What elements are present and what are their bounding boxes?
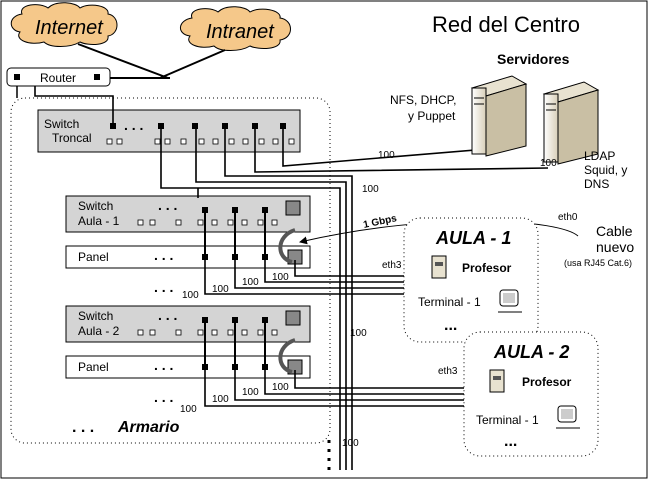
- cable-line1: Cable: [596, 223, 633, 239]
- switch-aula-2: Switch Aula - 2 . . .: [65, 305, 311, 343]
- troncal-bundle: [34, 86, 549, 470]
- aula-1-speed-a: 100: [182, 290, 199, 301]
- aula-1-speed-d: 100: [272, 272, 289, 283]
- panel-aula-2: Panel . . .: [65, 355, 311, 379]
- switch-aula-1-line1: Switch: [78, 199, 113, 213]
- aula-1-eth: eth3: [382, 260, 402, 271]
- internet-link: [77, 43, 169, 79]
- aula-1-profesor: Profesor: [462, 261, 512, 275]
- cable-eth0: eth0: [558, 212, 578, 223]
- aula-2-uplink-loop: [278, 338, 296, 374]
- speed-label-srv2: 100: [540, 158, 557, 169]
- switch-troncal-line2: Troncal: [52, 131, 92, 145]
- armario-label: Armario: [117, 419, 180, 436]
- aula-2-more: ...: [504, 433, 517, 450]
- panel-aula-1: Panel . . .: [65, 245, 311, 269]
- page-title: Red del Centro: [432, 12, 580, 37]
- aula-2-speed-d: 100: [272, 382, 289, 393]
- panel-aula-1-ellipsis: . . .: [154, 247, 173, 263]
- intranet-label: Intranet: [206, 21, 275, 43]
- aula-1-down-ellipsis: . . .: [154, 279, 173, 295]
- aula-1-speed-c: 100: [242, 277, 259, 288]
- server-ldap: [542, 81, 600, 165]
- troncal-ellipsis: . . .: [124, 117, 143, 133]
- switch-aula-1-line2: Aula - 1: [78, 214, 120, 228]
- aula-2-down-ellipsis: . . .: [154, 389, 173, 405]
- speed-label-trunk: 100: [362, 184, 379, 195]
- aula-2-terminal-icon: [556, 405, 580, 429]
- aula-2-speed-c: 100: [242, 387, 259, 398]
- aula-1-trunk-speed: 100: [350, 328, 367, 339]
- intranet-link: [159, 49, 226, 79]
- switch-troncal-line1: Switch: [44, 117, 79, 131]
- speed-label-srv1: 100: [378, 150, 395, 161]
- aula-1-title: AULA - 1: [435, 228, 511, 248]
- panel-aula-1-label: Panel: [78, 250, 109, 264]
- servers-right-label-1: LDAP: [584, 149, 615, 163]
- aula-1-terminal-icon: [498, 289, 522, 313]
- aula-1-room: AULA - 1 Profesor Terminal - 1 ...: [403, 217, 539, 343]
- aula-1-more: ...: [444, 317, 457, 334]
- aula-2-room: AULA - 2 Profesor Terminal - 1 ...: [463, 331, 599, 457]
- cable-line2: nuevo: [596, 239, 634, 255]
- aula-1-ellipsis: . . .: [158, 197, 177, 213]
- switch-troncal: Switch Troncal . . .: [37, 109, 301, 153]
- aula-1-uplink-loop: [278, 228, 296, 264]
- bottom-trunk-speed: 100: [342, 438, 359, 449]
- intranet-cloud: Intranet: [180, 6, 291, 51]
- aula-2-speed-a: 100: [180, 404, 197, 415]
- internet-cloud: Internet: [10, 2, 118, 47]
- cable-note: (usa RJ45 Cat.6): [564, 258, 632, 268]
- router-label: Router: [40, 71, 76, 85]
- aula-2-terminal: Terminal - 1: [476, 413, 539, 427]
- panel-aula-2-ellipsis: . . .: [154, 357, 173, 373]
- aula-1-patches: [204, 213, 266, 254]
- aula-2-title: AULA - 2: [493, 342, 569, 362]
- aula-1-profesor-icon: [431, 255, 447, 279]
- switch-aula-2-line1: Switch: [78, 309, 113, 323]
- router: Router: [6, 67, 111, 87]
- aula-1-downlinks: [197, 188, 404, 295]
- servers-left-label-2: y Puppet: [408, 109, 456, 123]
- aula-1-terminal: Terminal - 1: [418, 295, 481, 309]
- aula-2-profesor: Profesor: [522, 375, 572, 389]
- servers-right-label-2: Squid, y: [584, 163, 627, 177]
- aula-2-patches: [204, 323, 266, 364]
- aula-2-downlinks: [204, 370, 464, 407]
- panel-aula-2-label: Panel: [78, 360, 109, 374]
- servers-left-label-1: NFS, DHCP,: [390, 93, 456, 107]
- switch-aula-1: Switch Aula - 1 . . .: [65, 195, 311, 233]
- aula-2-eth: eth3: [438, 366, 458, 377]
- server-nfs: [470, 75, 528, 157]
- servers-right-label-3: DNS: [584, 177, 609, 191]
- servers-heading: Servidores: [497, 51, 570, 67]
- aula-1-speed-b: 100: [212, 284, 229, 295]
- aula-2-speed-b: 100: [212, 394, 229, 405]
- aula-2-profesor-icon: [489, 369, 505, 393]
- aula-2-ellipsis: . . .: [158, 307, 177, 323]
- internet-label: Internet: [35, 17, 104, 39]
- switch-aula-2-line2: Aula - 2: [78, 324, 120, 338]
- armario-ellipsis: . . .: [72, 419, 94, 436]
